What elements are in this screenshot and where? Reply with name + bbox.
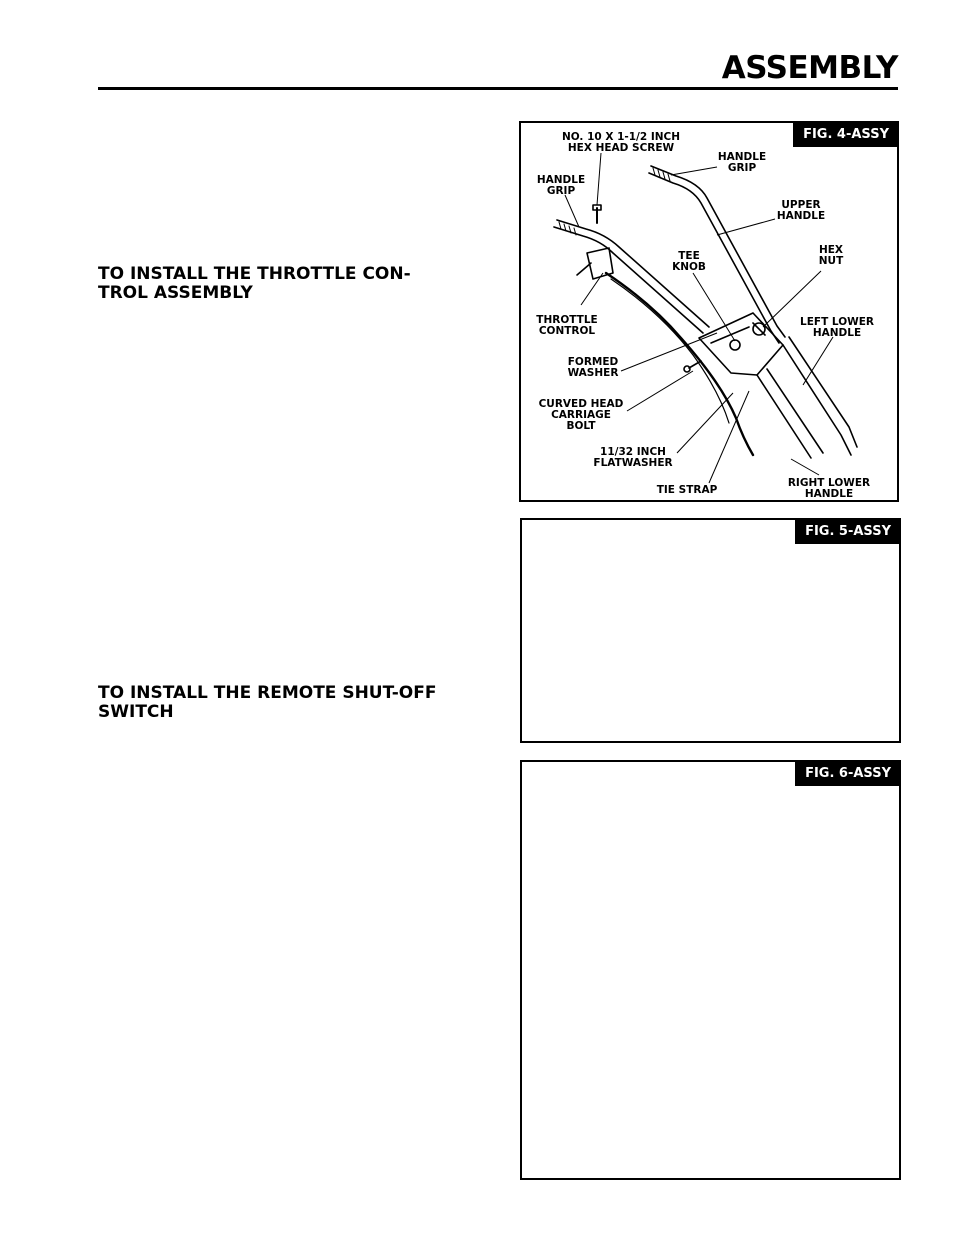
figure-4-tag: FIG. 4-ASSY — [793, 123, 897, 147]
label-flatwasher-line2: FLATWASHER — [593, 457, 672, 469]
figure-6-box: FIG. 6-ASSY — [520, 760, 901, 1180]
label-carriage-bolt-line3: BOLT — [566, 420, 596, 432]
figure-4-labels: NO. 10 X 1-1/2 INCH HEX HEAD SCREW HANDL… — [536, 131, 874, 500]
label-tee-knob-line1: TEE — [678, 250, 700, 262]
remote-switch-section-heading: TO INSTALL THE REMOTE SHUT-OFF SWITCH — [98, 684, 478, 722]
figure-4-leader-lines — [564, 152, 834, 484]
label-formed-washer-line2: WASHER — [568, 367, 619, 379]
label-flatwasher-line1: 11/32 INCH — [600, 446, 666, 458]
label-left-lower-handle-line1: LEFT LOWER — [800, 316, 874, 328]
label-tee-knob-line2: KNOB — [672, 261, 706, 273]
label-screw-line2: HEX HEAD SCREW — [568, 142, 675, 154]
remote-heading-line1: TO INSTALL THE REMOTE SHUT-OFF — [98, 683, 437, 703]
handle-assembly-illustration — [553, 165, 858, 459]
label-right-grip-line1: HANDLE — [718, 151, 766, 163]
label-upper-handle-line1: UPPER — [781, 199, 820, 211]
label-hex-nut-line1: HEX — [819, 244, 843, 256]
label-tie-strap: TIE STRAP — [657, 484, 718, 496]
figure-6-tag: FIG. 6-ASSY — [795, 762, 899, 786]
label-left-lower-handle-line2: HANDLE — [813, 327, 861, 339]
figure-5-box: FIG. 5-ASSY — [520, 518, 901, 743]
label-upper-handle-line2: HANDLE — [777, 210, 825, 222]
page-title: ASSEMBLY — [721, 50, 899, 86]
label-carriage-bolt-line1: CURVED HEAD — [539, 398, 624, 410]
label-right-lower-handle-line1: RIGHT LOWER — [788, 477, 870, 489]
label-throttle-control-line2: CONTROL — [539, 325, 596, 337]
figure-4-drawing: NO. 10 X 1-1/2 INCH HEX HEAD SCREW HANDL… — [536, 131, 874, 500]
throttle-section-heading: TO INSTALL THE THROTTLE CON- TROL ASSEMB… — [98, 265, 478, 303]
label-throttle-control-line1: THROTTLE — [536, 314, 597, 326]
label-screw-line1: NO. 10 X 1-1/2 INCH — [562, 131, 680, 143]
remote-heading-line2: SWITCH — [98, 702, 174, 722]
label-left-grip-line1: HANDLE — [537, 174, 585, 186]
title-rule — [98, 87, 898, 90]
label-hex-nut-line2: NUT — [819, 255, 844, 267]
label-left-grip-line2: GRIP — [547, 185, 576, 197]
throttle-heading-line1: TO INSTALL THE THROTTLE CON- — [98, 264, 411, 284]
label-carriage-bolt-line2: CARRIAGE — [551, 409, 611, 421]
label-formed-washer-line1: FORMED — [568, 356, 619, 368]
figure-4-box: NO. 10 X 1-1/2 INCH HEX HEAD SCREW HANDL… — [519, 121, 899, 502]
figure-5-tag: FIG. 5-ASSY — [795, 520, 899, 544]
throttle-heading-line2: TROL ASSEMBLY — [98, 283, 253, 303]
label-right-lower-handle-line2: HANDLE — [805, 488, 853, 500]
label-right-grip-line2: GRIP — [728, 162, 757, 174]
